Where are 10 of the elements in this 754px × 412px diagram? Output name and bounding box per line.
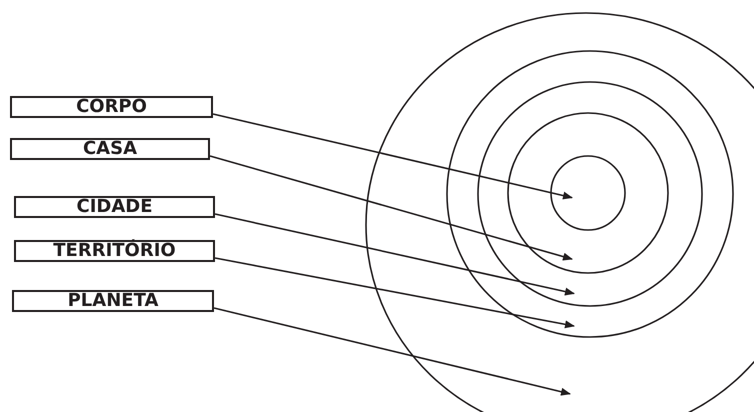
label-box: PLANETA	[12, 290, 214, 312]
arrow	[212, 113, 573, 200]
arrow	[214, 213, 575, 296]
label-box: CIDADE	[14, 196, 215, 218]
label-box: CASA	[10, 138, 210, 160]
arrow	[214, 257, 575, 328]
arrow	[210, 155, 573, 260]
label-box: TERRITÓRIO	[14, 240, 215, 262]
arrow	[214, 307, 571, 396]
label-box: CORPO	[10, 96, 213, 118]
